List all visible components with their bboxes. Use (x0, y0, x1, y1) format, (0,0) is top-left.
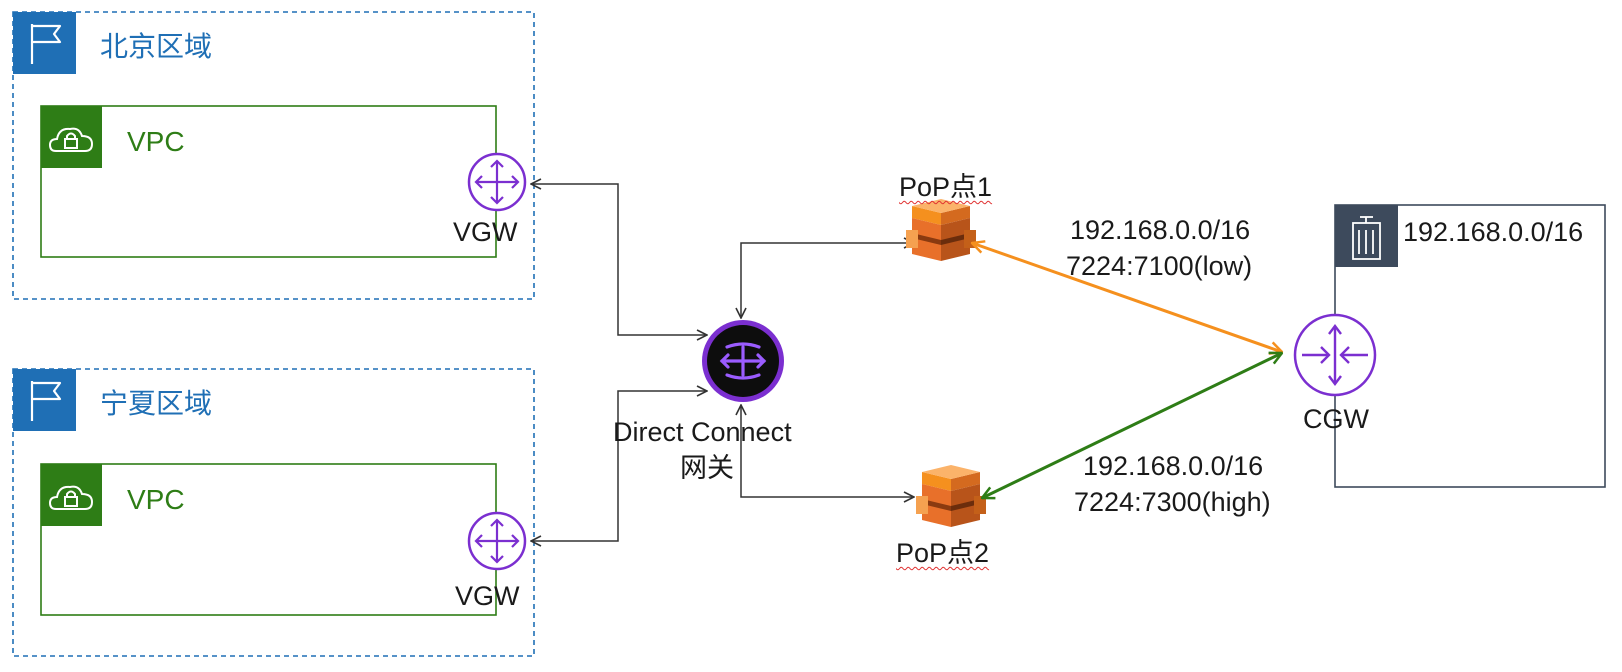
region-title-beijing: 北京区域 (100, 31, 213, 62)
pop-label-2: PoP点2 (896, 538, 990, 568)
vgw-label-ningxia: VGW (455, 581, 520, 611)
link1-prefix: 192.168.0.0/16 (1070, 215, 1251, 245)
region-flag-icon (30, 24, 62, 64)
connector-dxgw-to-pop1 (741, 243, 914, 318)
cgw-label: CGW (1303, 404, 1369, 434)
customer-site-box (1334, 204, 1606, 488)
region-box-beijing (12, 11, 535, 300)
vgw-label-beijing: VGW (453, 217, 518, 247)
region-flag-icon (30, 381, 62, 421)
pop-icon-2 (916, 465, 986, 527)
cgw-router-icon (1293, 313, 1377, 397)
direct-connect-gateway-icon (702, 320, 784, 402)
vpc-box-ningxia (40, 463, 497, 616)
customer-prefix: 192.168.0.0/16 (1403, 217, 1584, 247)
vpc-cloud-lock-icon (48, 485, 94, 510)
connector-vgw1-to-dxgw (531, 184, 707, 335)
vgw-router-icon-ningxia (467, 511, 527, 571)
vpc-label-beijing: VPC (127, 126, 185, 157)
vgw-router-icon-beijing (467, 152, 527, 212)
pop-icon-1 (906, 199, 976, 261)
vpc-cloud-lock-icon (48, 127, 94, 152)
link-pop1-to-cgw-orange (972, 243, 1282, 352)
region-box-ningxia (12, 368, 535, 657)
link-pop2-to-cgw-green (982, 353, 1282, 498)
direct-connect-label: Direct Connect (613, 417, 792, 447)
link2-prefix: 192.168.0.0/16 (1083, 451, 1264, 481)
vpc-box-beijing (40, 105, 497, 258)
connector-vgw2-to-dxgw (531, 391, 707, 541)
connector-dxgw-to-pop2 (741, 405, 914, 497)
region-title-ningxia: 宁夏区域 (100, 388, 213, 419)
link1-community: 7224:7100(low) (1066, 251, 1253, 281)
pop-label-1: PoP点1 (899, 172, 993, 202)
vpc-label-ningxia: VPC (127, 484, 185, 515)
building-icon (1352, 216, 1381, 260)
link2-community: 7224:7300(high) (1074, 487, 1271, 517)
direct-connect-label-line2: 网关 (680, 453, 734, 483)
